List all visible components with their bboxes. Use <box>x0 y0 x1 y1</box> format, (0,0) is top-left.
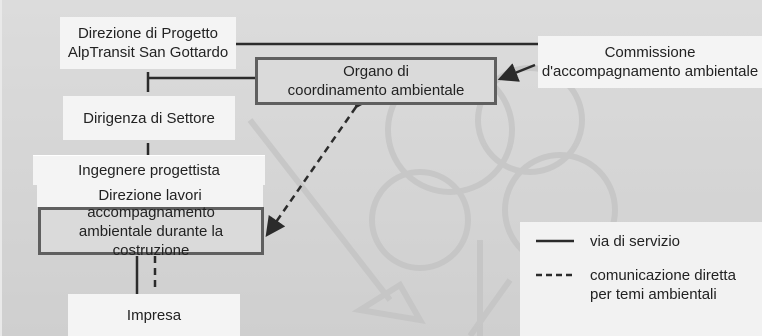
direzione-lavori-box: Direzione lavori <box>37 183 263 207</box>
organo-box: Organo di coordinamento ambientale <box>255 57 497 105</box>
impresa-box: Impresa <box>68 294 240 336</box>
organo-line2: coordinamento ambientale <box>287 82 465 99</box>
ingegnere-box: Ingegnere progettista <box>33 155 265 185</box>
commissione-line2: d'accompagnamento ambientale <box>541 63 759 80</box>
direzione-progetto-line1: Direzione di Progetto <box>77 25 219 42</box>
dirigenza-label: Dirigenza di Settore <box>83 109 215 127</box>
ingegnere-label: Ingegnere progettista <box>78 162 220 179</box>
dirigenza-box: Dirigenza di Settore <box>63 96 235 140</box>
accompagnamento-line1: accompagnamento <box>87 203 215 221</box>
legend-service-label: via di servizio <box>590 233 681 250</box>
organo-line1: Organo di <box>343 63 409 80</box>
organo-accompagnamento-dashed-arrow <box>265 86 375 238</box>
commissione-line1: Commissione <box>604 44 696 61</box>
impresa-label: Impresa <box>126 306 182 324</box>
legend-swatches <box>536 239 574 277</box>
direzione-progetto-line2: AlpTransit San Gottardo <box>67 44 229 61</box>
direzione-lavori-label: Direzione lavori <box>98 186 202 204</box>
legend-direct-label-line1: comunicazione diretta <box>590 267 736 284</box>
commissione-to-organo-arrow <box>497 63 536 82</box>
legend: via di servizio comunicazione diretta pe… <box>520 222 762 336</box>
commissione-box: Commissione d'accompagnamento ambientale <box>538 36 762 88</box>
accompagnamento-line2: ambientale durante la costruzione <box>78 222 224 259</box>
legend-direct-label-line2: per temi ambientali <box>590 286 717 303</box>
